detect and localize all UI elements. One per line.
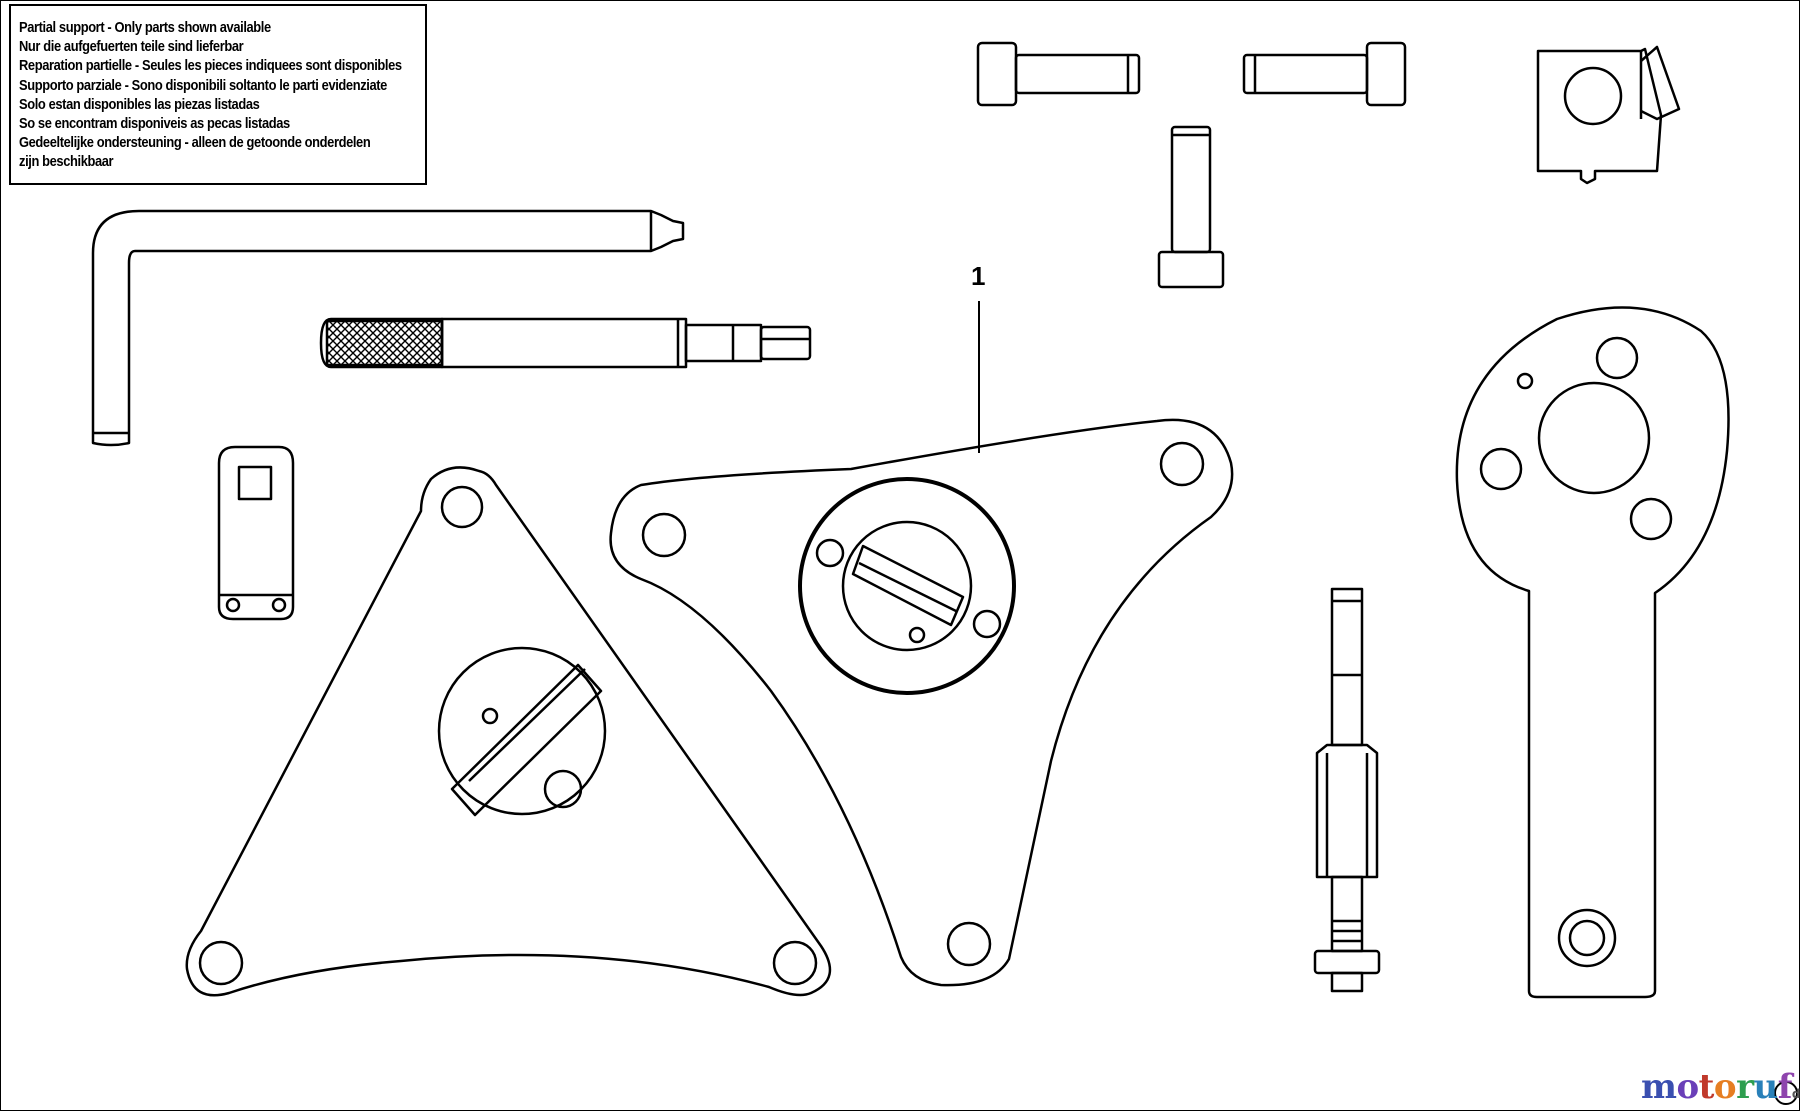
- notice-line: Supporto parziale - Sono disponibili sol…: [19, 76, 387, 94]
- bolt-right-icon[interactable]: [1242, 41, 1407, 107]
- notice-line: So se encontram disponiveis as pecas lis…: [19, 115, 290, 133]
- bolt-left-icon[interactable]: [976, 41, 1141, 107]
- square-clamp-icon[interactable]: [1536, 45, 1681, 185]
- watermark-logo: motorufde: [1641, 1067, 1800, 1107]
- small-bracket-icon[interactable]: [217, 445, 295, 621]
- triangle-plate-center-icon[interactable]: [609, 301, 1234, 987]
- l-pin-icon[interactable]: [91, 209, 685, 447]
- availability-notice: Partial support - Only parts shown avail…: [9, 4, 427, 185]
- notice-line: Gedeeltelijke ondersteuning - alleen de …: [19, 134, 371, 152]
- holding-wrench-icon[interactable]: [1455, 306, 1730, 999]
- notice-line: Solo estan disponibles las piezas listad…: [19, 95, 260, 113]
- notice-line: Nur die aufgefuerten teile sind lieferba…: [19, 38, 244, 56]
- vertical-bolt-icon[interactable]: [1157, 125, 1225, 289]
- notice-line: zijn beschikbaar: [19, 153, 114, 171]
- knurled-pin-icon[interactable]: [319, 317, 812, 369]
- copyright-mark-icon: [1774, 1081, 1798, 1105]
- part-reference-number[interactable]: 1: [971, 261, 986, 291]
- watermark-suffix: de: [1791, 1087, 1800, 1101]
- notice-line: Reparation partielle - Seules les pieces…: [19, 57, 402, 75]
- notice-line: Partial support - Only parts shown avail…: [19, 19, 271, 36]
- triangle-plate-left-icon[interactable]: [185, 466, 832, 997]
- threaded-rod-icon[interactable]: [1313, 587, 1381, 993]
